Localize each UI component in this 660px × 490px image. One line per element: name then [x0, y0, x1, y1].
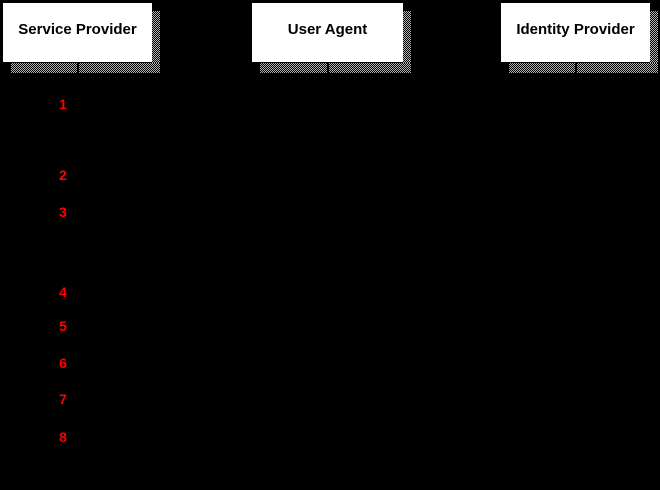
step-number-5: 5 [59, 318, 67, 334]
actor-label-identity-provider: Identity Provider [516, 21, 635, 38]
actor-box-user-agent: User Agent [252, 3, 403, 62]
actor-label-service-provider: Service Provider [18, 21, 137, 38]
actor-shadow-bottom-user-agent [260, 63, 411, 73]
actor-shadow-bottom-service-provider [11, 63, 160, 73]
step-number-3: 3 [59, 204, 67, 220]
actor-shadow-right-user-agent [403, 11, 411, 73]
lifeline-tick-service-provider [76, 63, 79, 73]
actor-box-identity-provider: Identity Provider [501, 3, 650, 62]
step-number-1: 1 [59, 96, 67, 112]
actor-shadow-bottom-identity-provider [509, 63, 658, 73]
actor-shadow-right-service-provider [152, 11, 160, 73]
actor-label-user-agent: User Agent [287, 21, 368, 38]
lifeline-tick-user-agent [326, 63, 329, 73]
step-number-6: 6 [59, 355, 67, 371]
actor-box-service-provider: Service Provider [3, 3, 152, 62]
step-number-2: 2 [59, 167, 67, 183]
lifeline-tick-identity-provider [574, 63, 577, 73]
step-number-4: 4 [59, 284, 67, 300]
step-number-7: 7 [59, 391, 67, 407]
step-number-8: 8 [59, 429, 67, 445]
actor-shadow-right-identity-provider [650, 11, 658, 73]
